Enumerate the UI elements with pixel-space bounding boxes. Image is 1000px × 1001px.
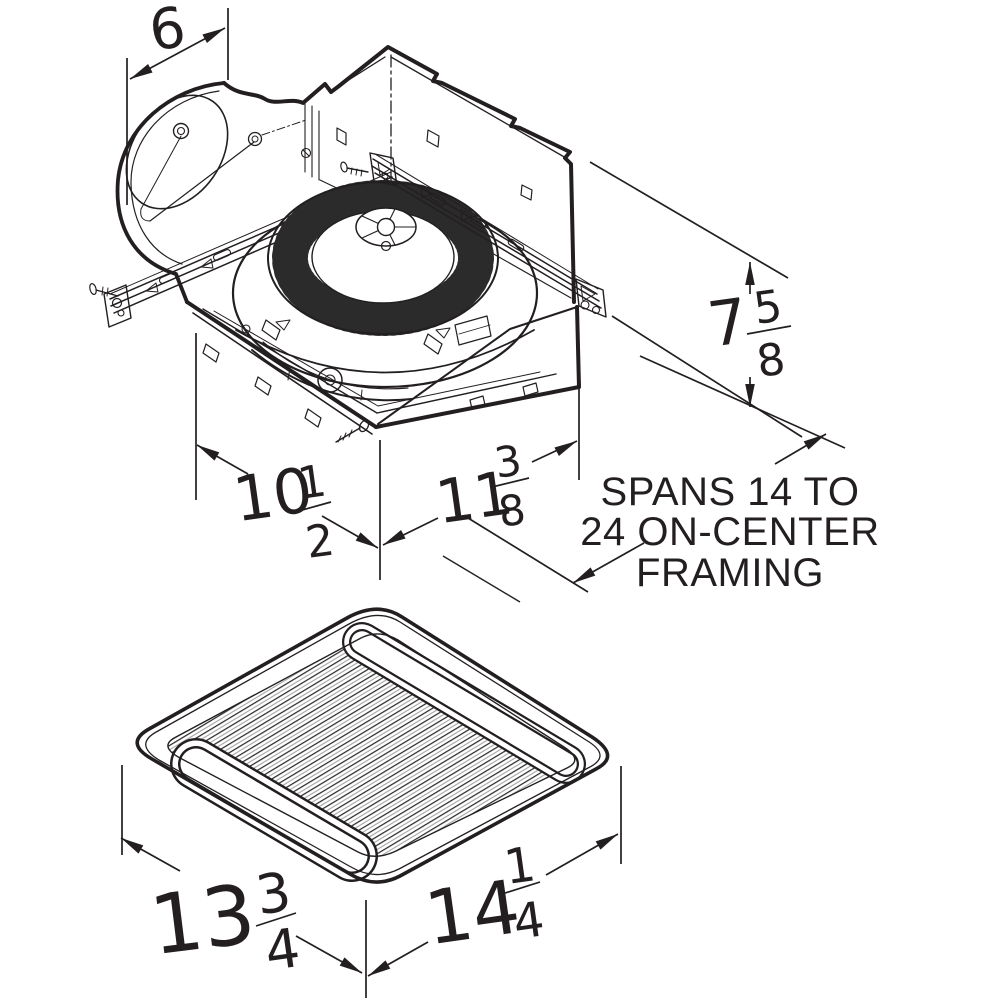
dimension-arrowhead <box>194 440 220 461</box>
dimension-arrowhead <box>745 262 755 285</box>
duct-collar <box>115 81 307 304</box>
dimension-arrowhead <box>127 63 153 84</box>
grille-slot-top <box>342 622 586 784</box>
grille-dimension-annotations: 13 3 4 14 1 4 <box>118 765 622 998</box>
dim-duct-diameter: 6 <box>126 0 229 205</box>
dimension-arrowhead <box>554 436 580 457</box>
dimension-arrowhead <box>595 829 621 850</box>
dim-housing-length: 11 3 8 <box>380 378 580 550</box>
grille-width-whole-label: 14 <box>420 864 525 962</box>
length-denominator-label: 8 <box>495 485 528 537</box>
width-whole-label: 10 <box>229 453 317 536</box>
right-mounting-rail <box>340 152 607 318</box>
dim-grille-depth: 13 3 4 <box>118 765 367 998</box>
grille-panel-border <box>167 633 576 857</box>
dimension-arrowhead <box>355 532 381 553</box>
dimension-arrowhead <box>365 960 391 981</box>
span-note-line2: 24 ON-CENTER <box>580 510 879 554</box>
rim-screw <box>335 419 370 443</box>
damper <box>140 135 255 222</box>
grille-outer-outline <box>135 607 610 884</box>
span-note-line3: FRAMING <box>636 551 824 595</box>
width-numerator-label: 1 <box>295 455 330 509</box>
grille-slot-bottom <box>170 738 378 882</box>
grille-depth-whole-label: 13 <box>145 867 260 974</box>
right-rail-screw <box>340 161 369 177</box>
span-note-line1: SPANS 14 TO <box>601 470 860 514</box>
housing-box-outline <box>185 45 581 429</box>
left-rail-screw <box>89 283 119 297</box>
dimension-arrowhead <box>339 957 365 978</box>
grille-drawing <box>135 607 610 884</box>
mounting-clips <box>261 315 492 355</box>
height-whole-label: 7 <box>703 284 752 362</box>
fan-housing-drawing <box>89 45 607 443</box>
dimension-arrowhead <box>202 23 228 44</box>
blower-assembly <box>231 180 539 402</box>
dim-grille-width: 14 1 4 <box>365 766 622 981</box>
blower-hub <box>355 207 417 252</box>
dim-housing-height: 7 5 8 <box>589 161 803 438</box>
height-numerator-label: 5 <box>751 280 786 334</box>
duct-dimension-label: 6 <box>145 0 189 64</box>
height-denominator-label: 8 <box>754 333 789 387</box>
housing-bottom-rim <box>192 308 557 443</box>
dimension-arrowhead <box>380 529 406 550</box>
grille-width-denominator-label: 4 <box>510 891 548 951</box>
grille-width-numerator-label: 1 <box>501 836 539 896</box>
grille-depth-denominator-label: 4 <box>261 916 304 983</box>
length-whole-label: 11 <box>432 458 517 538</box>
blower-wheel-fins <box>272 180 494 336</box>
grille-inner-edge <box>145 614 601 876</box>
dim-framing-span: SPANS 14 TO 24 ON-CENTER FRAMING <box>442 355 879 603</box>
